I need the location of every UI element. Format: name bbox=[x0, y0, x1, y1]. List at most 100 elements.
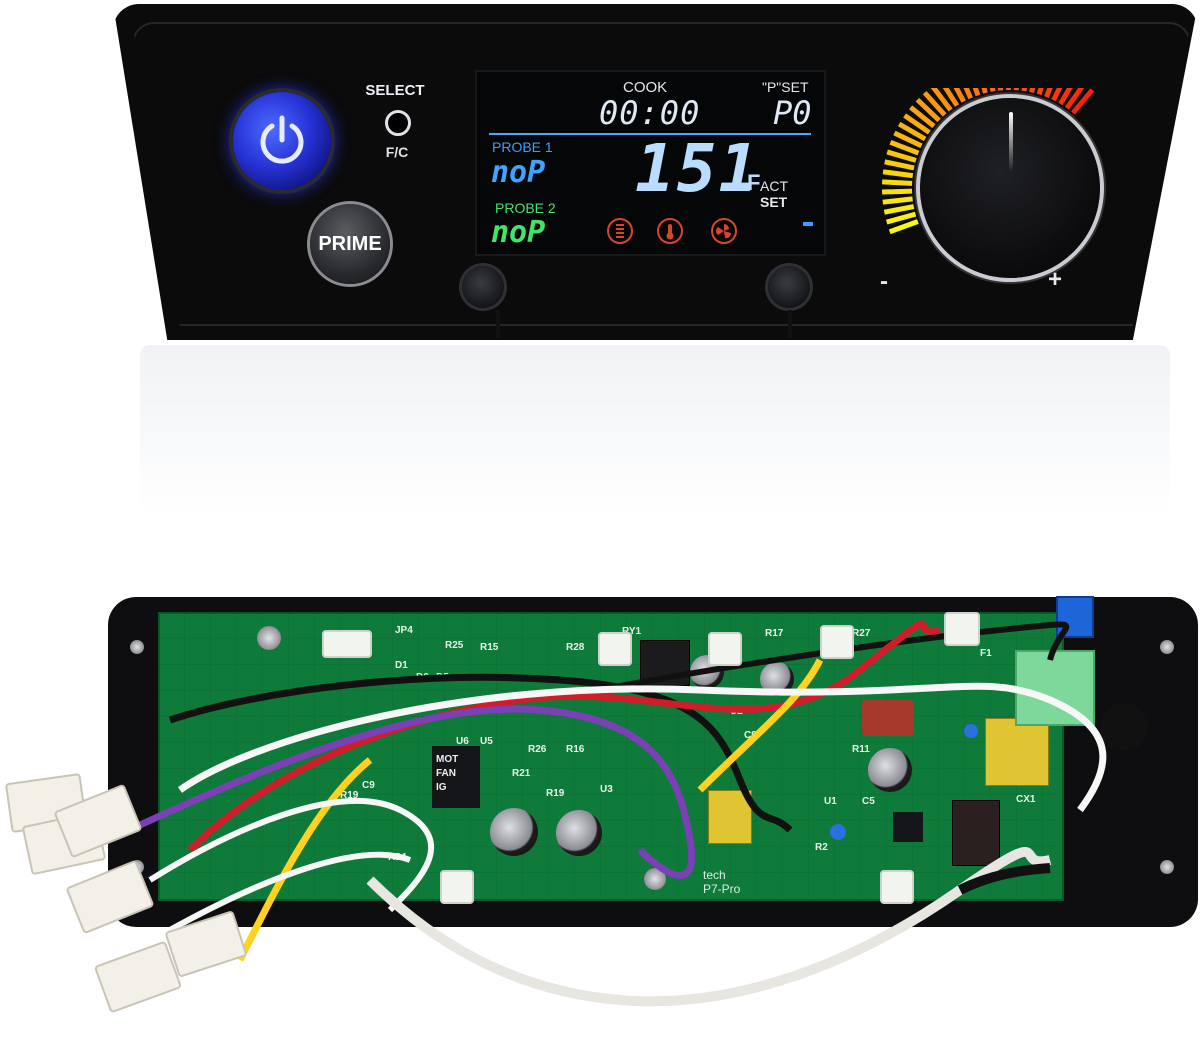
braided-probe-cable bbox=[366, 846, 1052, 1007]
act-label: ACT bbox=[760, 178, 788, 194]
silk-label: R17 bbox=[765, 628, 784, 639]
arc-tick bbox=[922, 90, 947, 117]
set-label: SET bbox=[760, 194, 788, 210]
silk-label: FAN bbox=[436, 768, 456, 779]
lcd-display: COOK "P"SET 00:00 P0 PROBE 1 noP PROBE 2… bbox=[475, 70, 826, 256]
electrolytic-capacitor bbox=[490, 808, 538, 856]
silk-label: R25 bbox=[445, 640, 464, 651]
regulator-ic bbox=[893, 812, 923, 842]
arc-tick bbox=[881, 188, 913, 195]
arc-tick bbox=[882, 169, 914, 179]
silk-label: R16 bbox=[566, 744, 585, 755]
power-button[interactable] bbox=[233, 92, 331, 190]
white-wire bbox=[168, 851, 412, 933]
silk-label: C9 bbox=[744, 730, 757, 741]
arc-tick bbox=[882, 179, 913, 186]
silk-label: R2 bbox=[815, 842, 828, 853]
board-screw bbox=[257, 626, 281, 650]
ceramic-capacitor bbox=[964, 724, 978, 738]
board-screw bbox=[644, 868, 666, 890]
left-probe-knob[interactable] bbox=[462, 266, 504, 308]
temperature-arc-scale bbox=[881, 88, 1095, 235]
housing-screw bbox=[1160, 860, 1174, 874]
arc-tick bbox=[1058, 88, 1073, 106]
white-wire bbox=[148, 798, 435, 913]
arc-tick bbox=[903, 113, 931, 135]
arc-tick bbox=[981, 88, 988, 94]
silk-label: R19 bbox=[340, 790, 359, 801]
silk-label: R28 bbox=[566, 642, 585, 653]
inductor bbox=[952, 800, 1000, 866]
arc-tick bbox=[885, 211, 917, 225]
buzzer bbox=[1100, 703, 1148, 751]
spade-terminal bbox=[820, 625, 854, 659]
arc-tick bbox=[1036, 88, 1044, 96]
right-probe-knob[interactable] bbox=[768, 266, 810, 308]
arc-tick bbox=[997, 88, 1004, 91]
arc-tick bbox=[883, 204, 915, 215]
silk-label: RY1 bbox=[622, 626, 642, 637]
silk-label: U3 bbox=[600, 784, 613, 795]
x-capacitor bbox=[985, 718, 1049, 786]
dial-plus-label: + bbox=[1048, 266, 1063, 293]
model-line-1: tech bbox=[703, 868, 726, 882]
probe2-value: noP bbox=[491, 215, 546, 250]
silk-label: R19 bbox=[546, 788, 565, 799]
transformer bbox=[708, 790, 752, 844]
thermometer-icon bbox=[657, 218, 683, 244]
silk-label: R26 bbox=[528, 744, 547, 755]
silk-label: F1 bbox=[980, 648, 992, 659]
prime-button[interactable]: PRIME bbox=[310, 204, 390, 284]
arc-tick bbox=[953, 88, 966, 103]
left-knob-stem bbox=[496, 310, 500, 338]
select-label: SELECT bbox=[365, 82, 425, 99]
arc-tick bbox=[972, 88, 981, 97]
arc-tick bbox=[963, 88, 973, 100]
silk-label: R27 bbox=[852, 628, 871, 639]
display-divider bbox=[489, 133, 811, 135]
fuse-terminal-block bbox=[1015, 650, 1095, 726]
arc-tick bbox=[1021, 88, 1027, 92]
igniter-icon bbox=[607, 218, 633, 244]
arc-tick bbox=[897, 121, 927, 142]
silk-label: MOT bbox=[436, 754, 459, 765]
arc-tick bbox=[882, 196, 913, 205]
arc-tick bbox=[1029, 88, 1036, 93]
arc-tick bbox=[915, 97, 941, 123]
arc-tick bbox=[886, 149, 917, 163]
spade-terminal bbox=[598, 632, 632, 666]
arc-tick bbox=[893, 130, 923, 149]
probe2-label: PROBE 2 bbox=[495, 200, 556, 216]
ceramic-capacitor bbox=[830, 824, 846, 840]
right-knob-stem bbox=[788, 310, 792, 338]
yellow-wire bbox=[236, 658, 824, 962]
silk-label: U1 bbox=[824, 796, 837, 807]
electrolytic-capacitor bbox=[556, 810, 602, 856]
silk-label: R15 bbox=[480, 642, 499, 653]
arc-tick bbox=[930, 88, 953, 112]
housing-screw bbox=[130, 640, 144, 654]
housing-screw bbox=[1160, 640, 1174, 654]
arc-tick bbox=[1044, 88, 1053, 98]
silk-label: U6 bbox=[456, 736, 469, 747]
panel-reflection bbox=[140, 345, 1170, 515]
cook-timer: 00:00 bbox=[599, 94, 701, 132]
arc-tick bbox=[942, 88, 960, 107]
probe1-label: PROBE 1 bbox=[492, 139, 553, 155]
dial-indicator bbox=[1009, 112, 1013, 172]
arc-tick bbox=[888, 219, 919, 235]
temperature-readout: 151 bbox=[635, 130, 761, 207]
controller-ic bbox=[432, 746, 480, 808]
silk-label: R11 bbox=[852, 744, 870, 755]
p-setting-value: P0 bbox=[773, 94, 812, 132]
arc-tick bbox=[989, 88, 996, 92]
silk-label: U5 bbox=[480, 736, 493, 747]
red-wire bbox=[187, 620, 941, 853]
connector-jp bbox=[440, 870, 474, 904]
trim-potentiometer bbox=[1056, 596, 1094, 638]
white-wire bbox=[177, 682, 1107, 813]
select-fc-button[interactable] bbox=[385, 110, 411, 136]
arc-tick bbox=[889, 139, 920, 156]
probe1-value: noP bbox=[491, 155, 546, 190]
connector-jp4 bbox=[322, 630, 372, 658]
